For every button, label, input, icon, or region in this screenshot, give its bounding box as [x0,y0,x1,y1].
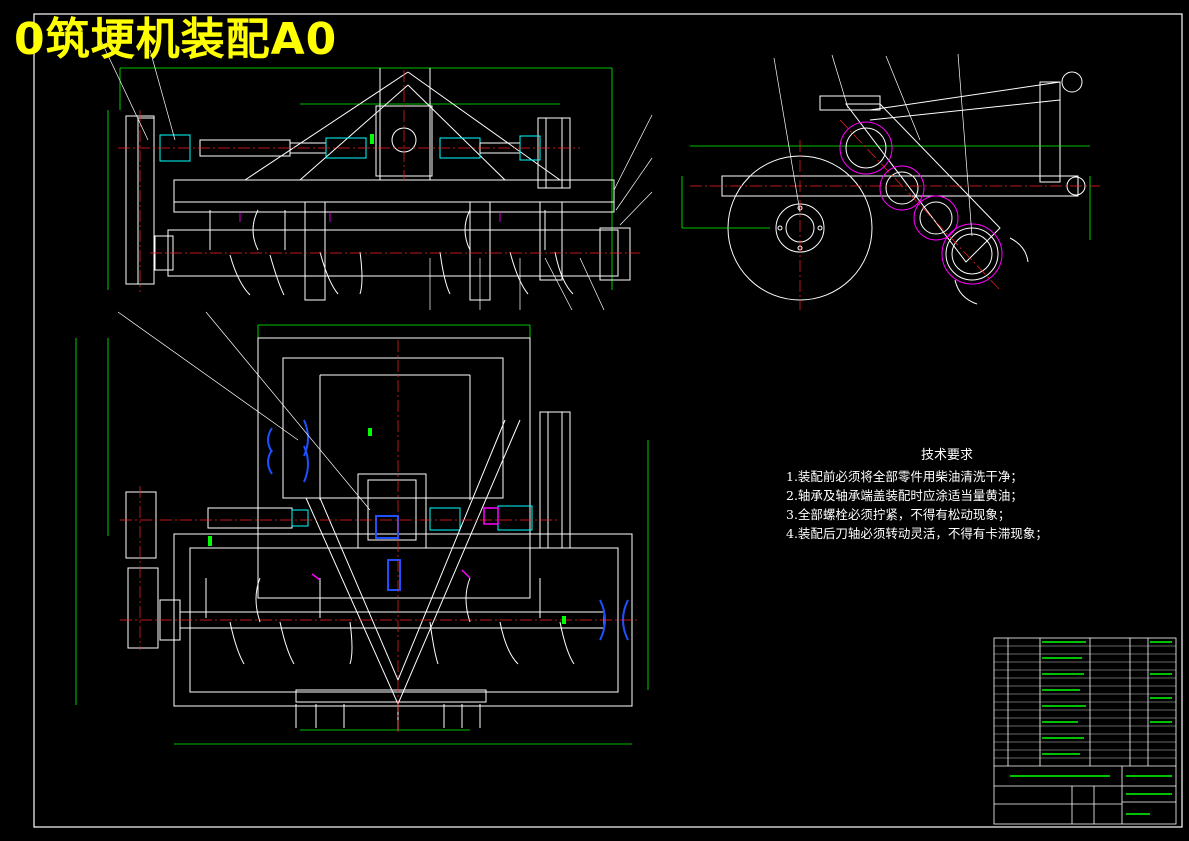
technical-requirements: 技术要求 1.装配前必须将全部零件用柴油清洗干净； 2.轴承及轴承端盖装配时应涂… [786,446,1048,543]
requirement-item-3: 3.全部螺栓必须拧紧，不得有松动现象； [786,507,1011,522]
front-view-centerlines [118,70,640,292]
requirement-item-4: 4.装配后刀轴必须转动灵活，不得有卡滞现象； [786,526,1048,541]
plan-view [75,324,649,745]
side-view [681,71,1091,305]
plan-view-leaders [117,311,371,511]
sheet-border [33,13,1183,828]
title-block-rows [994,645,1176,759]
side-view-leaders [773,53,973,237]
title-block [993,637,1177,825]
requirement-item-2: 2.轴承及轴承端盖装配时应涂适当量黄油； [786,488,1023,503]
requirement-item-1: 1.装配前必须将全部零件用柴油清洗干净； [786,469,1023,484]
technical-requirements-heading: 技术要求 [920,448,973,463]
plan-view-centerlines [120,340,640,735]
front-view [95,29,653,311]
title-block-text-marks [1010,641,1172,815]
drawing-title: 0筑埂机装配A0 [14,14,338,65]
side-view-centerlines [690,119,1100,310]
plan-view-hidden [311,507,499,581]
dimension-marks [208,134,566,624]
